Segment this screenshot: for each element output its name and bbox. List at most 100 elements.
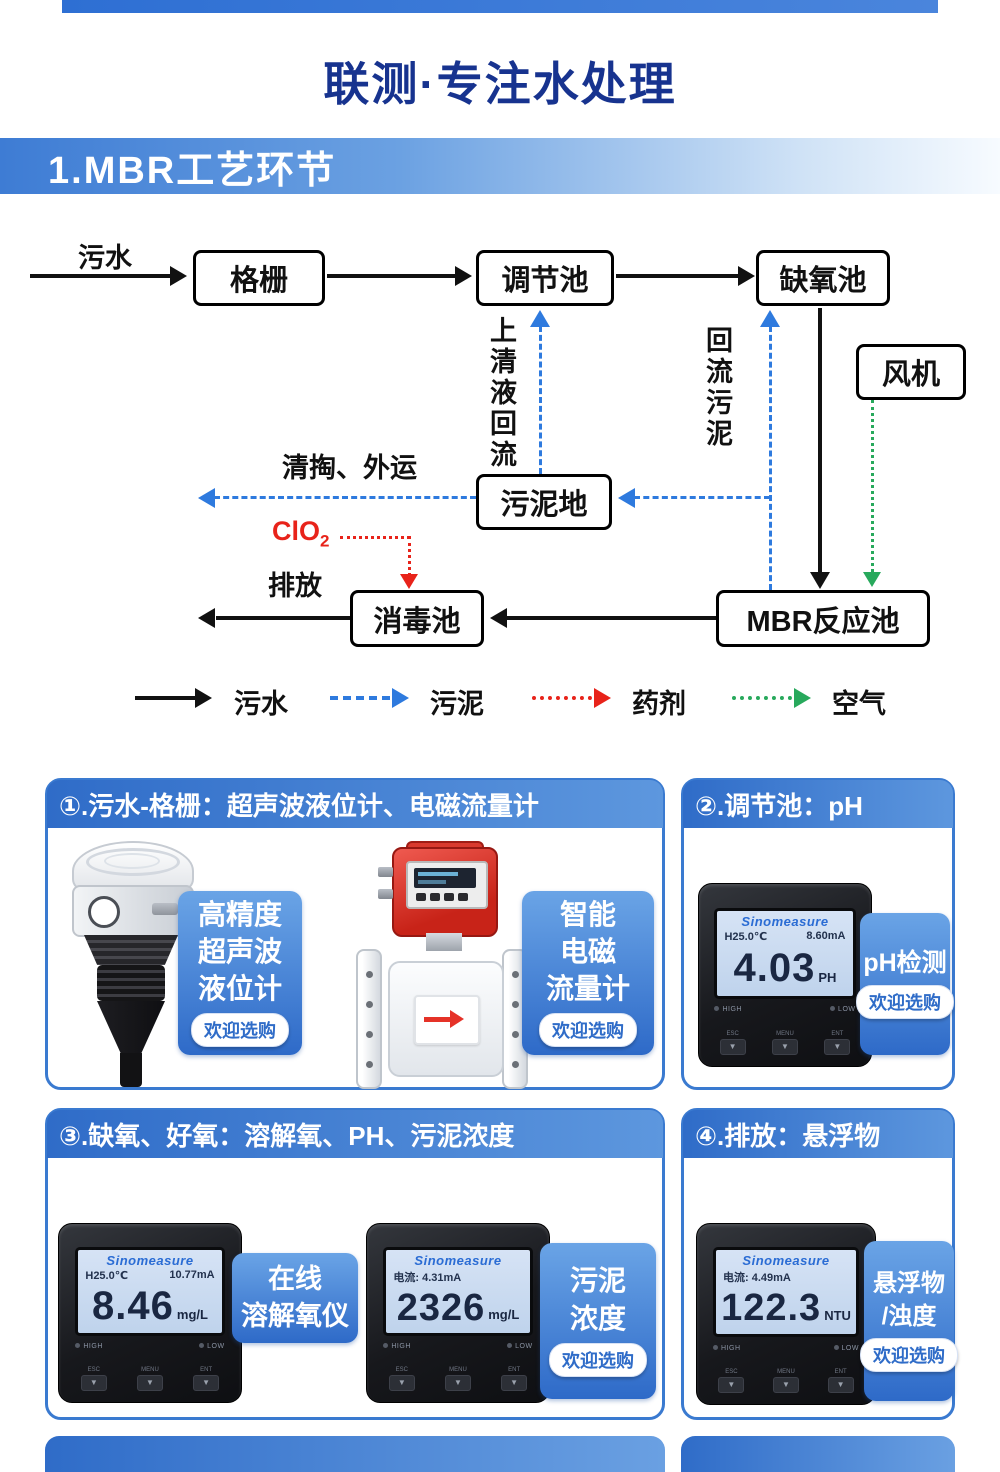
flowmeter-key <box>458 893 468 901</box>
buy-button[interactable]: 欢迎选购 <box>549 1342 647 1377</box>
legend-dotted-red-line <box>532 696 592 700</box>
next-section-edge-left <box>45 1436 665 1472</box>
menu-label: MENU <box>141 1367 159 1374</box>
box-regulating: 调节池 <box>476 250 614 306</box>
device-buttons: ESC▼ MENU▼ ENT▼ <box>718 1369 854 1394</box>
buy-button[interactable]: 欢迎选购 <box>539 1013 637 1048</box>
buy-button[interactable]: 欢迎选购 <box>860 1338 958 1373</box>
legend-dotted-green-line <box>732 696 792 700</box>
low-label: LOW <box>838 1005 856 1013</box>
screen-readings: H25.0℃ 10.77mA <box>85 1269 214 1282</box>
measured-unit: PH <box>818 969 837 985</box>
ent-button: ▼ <box>824 1039 851 1056</box>
promo-line: 浓度 <box>569 1302 626 1334</box>
esc-button: ▼ <box>388 1375 415 1392</box>
flange-bolt <box>511 1030 519 1038</box>
buy-button[interactable]: 欢迎选购 <box>191 1013 289 1048</box>
reading-left: 电流: 4.49mA <box>723 1272 791 1285</box>
promo-level-sensor: 高精度 超声波 液位计 欢迎选购 <box>178 891 302 1055</box>
arrow-discharge-line <box>216 616 350 620</box>
arrow-cleanout-head <box>198 488 215 508</box>
ph-controller-screen: Sinomeasure H25.0℃ 8.60mA 4.03 PH <box>714 907 856 999</box>
promo-line: 在线 <box>268 1264 322 1295</box>
box-disinfection: 消毒池 <box>350 590 484 647</box>
menu-button-group: MENU▼ <box>771 1031 798 1056</box>
arrow-mbr-to-disinfection-head <box>490 608 507 628</box>
arrow-inflow-line <box>30 274 170 278</box>
high-label: HIGH <box>83 1343 103 1351</box>
legend-solid-line <box>135 696 195 700</box>
arrow-grid-to-regulating-head <box>455 266 472 286</box>
flowmeter-head <box>392 847 498 937</box>
reading-left: H25.0℃ <box>724 930 768 943</box>
high-indicator: HIGH <box>383 1343 411 1350</box>
ent-button-group: ENT▼ <box>501 1367 528 1392</box>
promo-line: 高精度 <box>197 898 282 930</box>
clo2-text: ClO <box>272 516 321 546</box>
high-label: HIGH <box>722 1005 742 1013</box>
menu-button-group: MENU▼ <box>772 1369 799 1394</box>
menu-button: ▼ <box>771 1039 798 1056</box>
high-indicator: HIGH <box>714 1005 742 1013</box>
status-row: HIGH LOW <box>714 1005 856 1013</box>
cleanout-label: 清掏、外运 <box>282 453 417 483</box>
esc-button-group: ESC▼ <box>388 1367 415 1392</box>
measured-unit: mg/L <box>488 1307 520 1323</box>
legend-solid-head <box>195 688 212 708</box>
sensor-thread <box>97 965 165 1001</box>
arrow-chemical-head <box>400 574 418 589</box>
menu-button-group: MENU▼ <box>136 1367 163 1392</box>
menu-button: ▼ <box>136 1375 163 1392</box>
promo-line: 超声波 <box>197 935 282 967</box>
supernatant-return-label: 上清液回流 <box>486 316 516 471</box>
card-discharge: ④.排放：悬浮物 Sinomeasure 电流: 4.49mA 122.3 NT… <box>681 1108 958 1420</box>
promo-line: pH检测 <box>863 948 947 977</box>
legend-label-sludge: 污泥 <box>430 689 484 719</box>
menu-label: MENU <box>776 1031 794 1038</box>
reading-right: 10.77mA <box>169 1269 215 1282</box>
esc-button-group: ESC▼ <box>80 1367 107 1392</box>
sensor-cap <box>72 841 194 891</box>
sensor-collar <box>84 935 178 965</box>
ent-button-group: ENT▼ <box>824 1031 851 1056</box>
card-4-header: ④.排放：悬浮物 <box>683 1110 953 1158</box>
brand-logo: Sinomeasure <box>741 913 829 929</box>
arrow-cleanout-line <box>214 496 476 499</box>
ent-button-group: ENT▼ <box>193 1367 220 1392</box>
flow-direction-arrow <box>424 1017 452 1022</box>
card-anoxic-aerobic: ③.缺氧、好氧：溶解氧、PH、污泥浓度 Sinomeasure H25.0℃ 1… <box>45 1108 665 1420</box>
reading-left: H25.0℃ <box>85 1270 129 1283</box>
menu-label: MENU <box>777 1369 795 1376</box>
measured-value: 8.46 <box>92 1284 174 1329</box>
flowmeter-lcd <box>414 868 476 888</box>
ent-button: ▼ <box>501 1375 528 1392</box>
page-title: 联测·专注水处理 <box>323 58 677 110</box>
measured-value: 2326 <box>396 1286 486 1329</box>
card-1-header: ①.污水-格栅：超声波液位计、电磁流量计 <box>47 780 663 828</box>
arrow-anoxic-to-mbr-line <box>818 308 822 572</box>
reading-left: 电流: 4.31mA <box>393 1272 462 1285</box>
flange-bolt <box>365 1000 373 1008</box>
buy-button[interactable]: 欢迎选购 <box>856 985 954 1020</box>
measured-value: 4.03 <box>733 945 816 990</box>
electromagnetic-flowmeter-image <box>354 841 532 1089</box>
flange-bolt <box>511 1000 519 1008</box>
indicator-dot <box>383 1343 389 1349</box>
box-anoxic: 缺氧池 <box>756 250 890 306</box>
section-banner-label: 1.MBR工艺环节 <box>48 149 337 192</box>
status-row: HIGH LOW <box>713 1344 859 1352</box>
indicator-dot <box>713 1344 719 1350</box>
box-grid: 格栅 <box>193 250 325 306</box>
ent-button-group: ENT▼ <box>827 1369 854 1394</box>
turbidity-controller-screen: Sinomeasure 电流: 4.49mA 122.3 NTU <box>713 1247 859 1338</box>
arrow-sludge-to-pool-line <box>634 496 770 499</box>
indicator-dot <box>199 1343 205 1349</box>
device-buttons: ESC▼ MENU▼ ENT▼ <box>719 1031 851 1056</box>
arrow-regulating-to-anoxic-line <box>616 274 738 278</box>
menu-label: MENU <box>449 1367 467 1374</box>
legend-dotted-green-head <box>794 688 811 708</box>
low-label: LOW <box>515 1343 533 1351</box>
sludge-controller-screen: Sinomeasure 电流: 4.31mA 2326 mg/L <box>383 1247 533 1337</box>
promo-line: 溶解氧仪 <box>241 1300 349 1331</box>
